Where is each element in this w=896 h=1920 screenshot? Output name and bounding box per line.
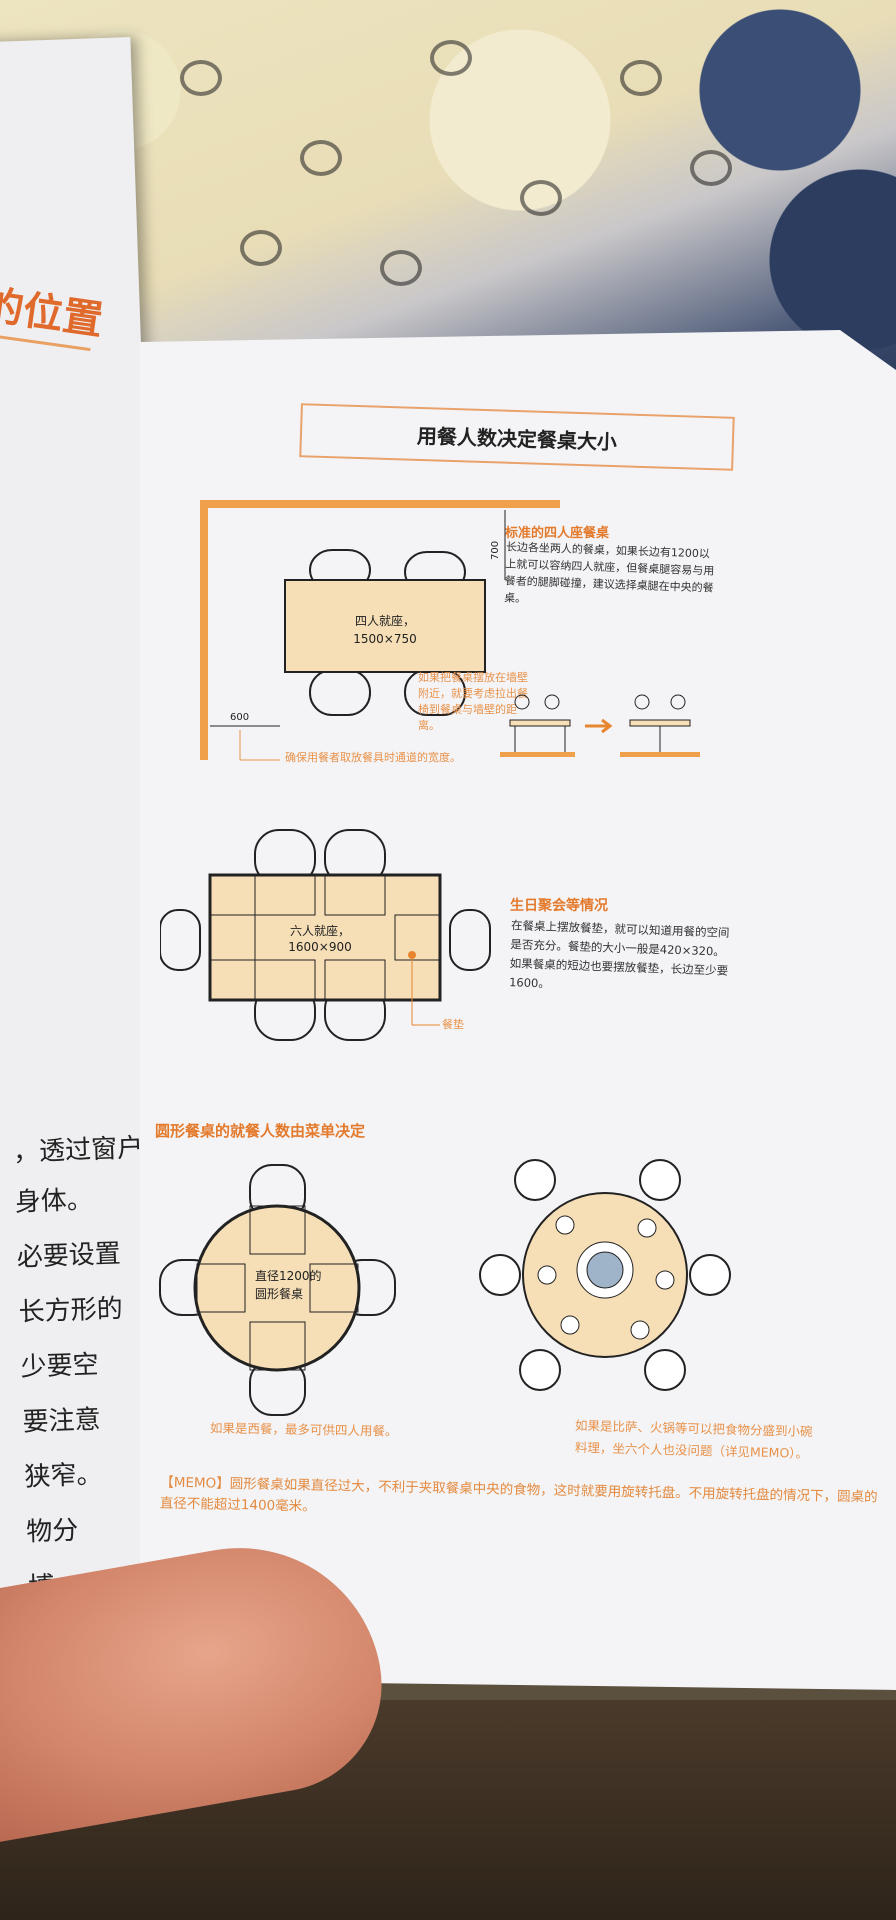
round-table-western-diagram: 直径1200的 圆形餐桌 bbox=[159, 1164, 396, 1416]
six-seat-label: 六人就座， bbox=[290, 923, 350, 938]
left-text-line: 必要设置 bbox=[16, 1239, 122, 1273]
left-text-line: 长方形的 bbox=[18, 1294, 124, 1328]
left-text-line: 物分 bbox=[25, 1515, 79, 1548]
six-seat-table-diagram: 六人就座， 1600×900 bbox=[160, 829, 491, 1041]
four-seat-size: 1500×750 bbox=[353, 632, 417, 646]
right-book-page: 用餐人数决定餐桌大小 四人就座， 1500×750 700 600 如果把餐桌摆… bbox=[140, 330, 896, 1690]
dim-700: 700 bbox=[490, 541, 501, 560]
passage-width-note: 确保用餐者取放餐具时通道的宽度。 bbox=[285, 751, 461, 764]
four-seat-table-diagram: 四人就座， 1500×750 700 600 bbox=[200, 500, 560, 761]
left-text-line: 身体。 bbox=[14, 1185, 94, 1218]
left-text-line: 少要空 bbox=[20, 1349, 100, 1383]
knee-collision-illustration bbox=[500, 694, 700, 757]
left-text-line: 狭窄。 bbox=[23, 1459, 103, 1493]
left-text-line: ，透过窗户 bbox=[12, 1133, 144, 1168]
page-title: 用餐人数决定餐桌大小 bbox=[299, 403, 735, 471]
left-text-line: 要注意 bbox=[22, 1404, 102, 1438]
section2-body: 在餐桌上摆放餐垫，就可以知道用餐的空间是否充分。餐垫的大小一般是420×320。… bbox=[508, 918, 730, 991]
memo-note: 【MEMO】圆形餐桌如果直径过大，不利于夹取餐桌中央的食物，这时就要用旋转托盘。… bbox=[159, 1474, 878, 1515]
section1-body: 长边各坐两人的餐桌，如果长边有1200以上就可以容纳四人就座，但餐桌腿容易与用餐… bbox=[503, 540, 715, 606]
section2-heading: 生日聚会等情况 bbox=[510, 898, 608, 914]
round-label-2: 圆形餐桌 bbox=[255, 1286, 303, 1301]
wall-distance-note: 如果把餐桌摆放在墙壁附近，就要考虑拉出餐椅到餐桌与墙壁的距离。 bbox=[418, 671, 528, 732]
western-caption: 如果是西餐，最多可供四人用餐。 bbox=[209, 1420, 398, 1439]
round-label-1: 直径1200的 bbox=[255, 1268, 322, 1283]
placemat-label: 餐垫 bbox=[442, 1018, 464, 1031]
section3-heading: 圆形餐桌的就餐人数由菜单决定 bbox=[155, 1122, 366, 1140]
dim-600: 600 bbox=[230, 712, 249, 723]
round-table-shared-diagram bbox=[479, 1159, 731, 1391]
four-seat-label: 四人就座， bbox=[355, 613, 415, 628]
left-page-heading: 的位置 bbox=[0, 282, 106, 345]
six-seat-size: 1600×900 bbox=[288, 940, 352, 954]
section1-heading: 标准的四人座餐桌 bbox=[505, 526, 610, 541]
